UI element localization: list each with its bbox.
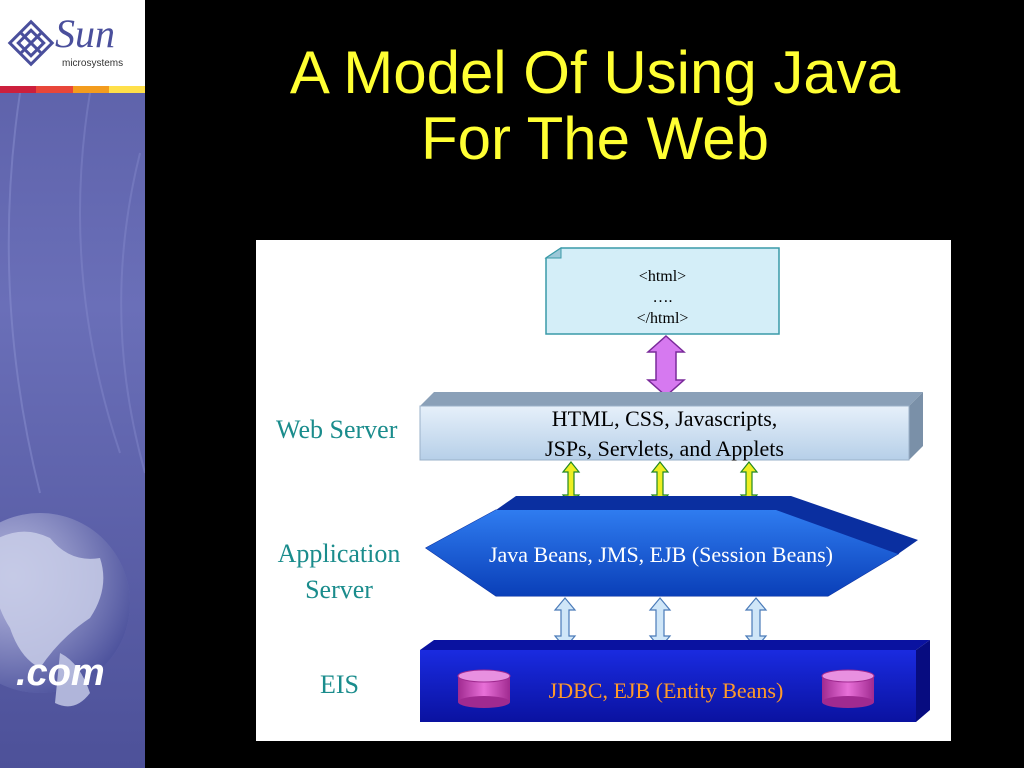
- architecture-diagram: <html> …. </html> Web Server HTML, CSS, …: [256, 240, 951, 741]
- slide-title: A Model Of Using Java For The Web: [160, 40, 1024, 172]
- dotcom-mark: .com: [16, 652, 105, 694]
- sun-logo-icon: [7, 19, 55, 67]
- html-close-tag: </html>: [636, 310, 689, 327]
- app-server-label: Application Server: [264, 536, 414, 608]
- app-server-block: [425, 496, 918, 597]
- web-server-label: Web Server: [276, 415, 398, 444]
- brand-stripe: [0, 86, 145, 93]
- diagram-graphics: [419, 247, 930, 722]
- stripe-segment: [108, 86, 145, 93]
- title-line-2: For The Web: [421, 105, 769, 172]
- title-line-1: A Model Of Using Java: [289, 39, 901, 106]
- stripe-segment: [0, 86, 37, 93]
- web-server-content-line-1: HTML, CSS, Javascripts,: [551, 406, 778, 431]
- html-document-icon: [544, 247, 780, 335]
- eis-content: JDBC, EJB (Entity Beans): [548, 678, 784, 703]
- stripe-segment: [36, 86, 73, 93]
- eis-label: EIS: [320, 670, 359, 699]
- sidebar: Sun microsystems .com: [0, 0, 145, 768]
- logo-word: Sun: [55, 11, 115, 56]
- web-server-content-line-2: JSPs, Servlets, and Applets: [545, 436, 784, 461]
- globe-icon: [0, 513, 130, 707]
- sun-logo: Sun microsystems: [0, 0, 145, 86]
- sidebar-decoration: [0, 93, 145, 707]
- html-doc-text: <html> …. </html>: [546, 266, 779, 329]
- database-icon: [457, 669, 511, 708]
- app-server-content: Java Beans, JMS, EJB (Session Beans): [488, 542, 834, 567]
- stripe-segment: [72, 86, 109, 93]
- web-server-content: HTML, CSS, Javascripts, JSPs, Servlets, …: [420, 404, 909, 464]
- app-server-label-line-1: Application: [277, 539, 401, 568]
- app-server-label-line-2: Server: [305, 575, 373, 604]
- logo-subtext: microsystems: [62, 58, 124, 69]
- eis-block: [420, 640, 930, 722]
- database-icon: [821, 669, 875, 708]
- double-arrow-icon: [646, 334, 686, 398]
- html-ellipsis: ….: [652, 289, 673, 306]
- html-open-tag: <html>: [638, 268, 687, 285]
- web-server-block: [419, 392, 923, 461]
